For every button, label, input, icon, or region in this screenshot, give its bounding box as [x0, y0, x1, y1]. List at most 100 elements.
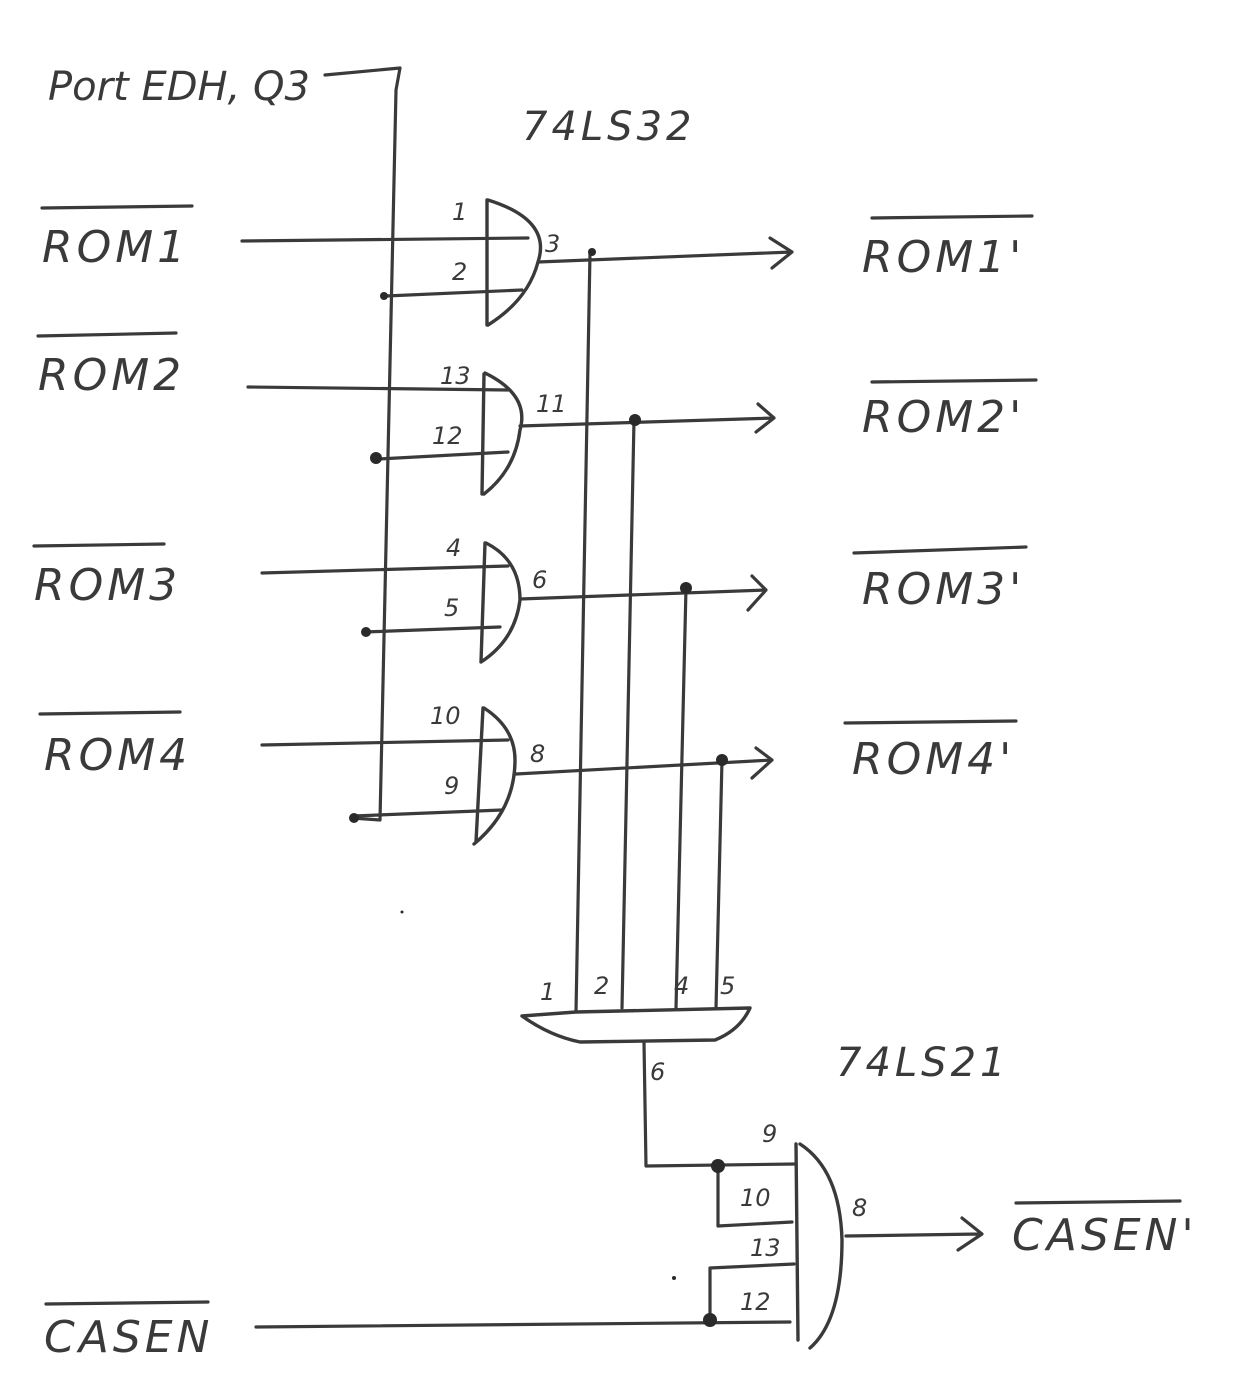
pin-label: 10	[740, 1184, 771, 1212]
pin-label: 4	[674, 972, 689, 1000]
tap-rom2	[620, 418, 636, 1010]
or-chip-label: 74LS32	[522, 104, 695, 150]
and-gate-body	[794, 1142, 844, 1350]
output-casen: CASEN'	[1012, 1199, 1198, 1261]
input-rom3: ROM3	[32, 542, 181, 611]
output-label: ROM2'	[862, 392, 1025, 443]
pin-label: 8	[530, 740, 545, 768]
output-rom4: ROM4'	[843, 719, 1018, 785]
pin-label: 11	[536, 390, 567, 418]
pin-label: 12	[740, 1288, 771, 1316]
input-rom1: ROM1	[40, 204, 194, 273]
or-gate-body	[472, 706, 517, 846]
tap-rom3	[674, 586, 688, 1010]
pin-label: 2	[594, 972, 609, 1000]
overbar	[843, 719, 1018, 725]
junction-dot	[680, 582, 692, 594]
overbar	[1014, 1199, 1182, 1205]
pin-label: 2	[452, 258, 467, 286]
input-rom2: ROM2	[36, 331, 185, 401]
overbar	[38, 710, 182, 716]
pin-label: 10	[430, 702, 461, 730]
wire-and1-bridge	[716, 1164, 794, 1228]
output-rom1: ROM1'	[862, 214, 1034, 283]
pin-label: 9	[762, 1120, 777, 1148]
pin-label: 13	[750, 1234, 781, 1262]
wire-control-in	[362, 625, 502, 634]
and-gate-body	[520, 1006, 752, 1044]
overbar	[870, 214, 1034, 220]
junction-dot	[380, 292, 388, 300]
input-label: ROM4	[44, 730, 191, 781]
wire-casen-bridge	[708, 1262, 796, 1324]
output-label: CASEN'	[1012, 1210, 1198, 1261]
wire-rom1-in	[240, 236, 530, 243]
wire-rom4-in	[260, 738, 510, 747]
junction-dot	[629, 414, 641, 426]
wire-rom2-in	[246, 385, 510, 392]
pin-label: 6	[650, 1058, 665, 1086]
pin-label: 5	[720, 972, 735, 1000]
or-gate-1: 1 2 3	[240, 198, 560, 327]
speck-mark	[400, 910, 404, 914]
overbar	[36, 331, 178, 338]
pin-label: 1	[452, 198, 467, 226]
or-gate-2: 13 12 11	[246, 362, 567, 496]
pin-label: 3	[545, 230, 560, 258]
junction-dot	[370, 452, 382, 464]
junction-dot	[703, 1313, 717, 1327]
pin-label: 12	[432, 422, 463, 450]
wire-rom3-in	[260, 564, 510, 575]
overbar	[44, 1300, 210, 1306]
pin-label: 9	[444, 772, 459, 800]
or-gate-body	[485, 198, 543, 327]
input-label: ROM3	[34, 560, 181, 611]
junction-dot	[711, 1159, 725, 1173]
output-label: ROM1'	[862, 232, 1025, 283]
junction-dot	[716, 754, 728, 766]
pin-label: 6	[532, 566, 547, 594]
wire-control-in	[384, 288, 524, 298]
overbar	[870, 378, 1038, 384]
or-gate-body	[479, 541, 522, 664]
overbar	[40, 204, 194, 210]
output-rom2: ROM2'	[862, 378, 1038, 443]
input-rom4: ROM4	[38, 710, 191, 781]
input-label: CASEN	[44, 1312, 213, 1363]
wire-and1-out	[642, 1040, 798, 1168]
wire-casen-out-arrow	[844, 1216, 984, 1252]
wire-rom1-out-arrow	[536, 236, 794, 270]
pin-label: 8	[852, 1194, 867, 1222]
wire-control-in	[376, 450, 510, 461]
and-gate-2: 9 10 13 12 8	[740, 1120, 867, 1350]
wire-rom2-out-arrow	[518, 402, 776, 434]
or-gate-body	[480, 371, 524, 496]
junction-dot	[588, 248, 596, 256]
wire-rom3-out-arrow	[518, 574, 768, 612]
control-bus-wire	[323, 66, 402, 822]
junction-dot	[361, 627, 371, 637]
overbar	[32, 542, 166, 548]
pin-label: 4	[446, 534, 461, 562]
or-gate-3: 4 5 6	[260, 534, 547, 664]
output-rom3: ROM3'	[852, 545, 1028, 615]
pin-label: 5	[444, 594, 459, 622]
overbar	[852, 545, 1028, 555]
wire-casen-in	[254, 1320, 792, 1329]
pin-label: 13	[440, 362, 471, 390]
input-casen: CASEN	[44, 1300, 213, 1363]
output-label: ROM4'	[852, 734, 1015, 785]
wire-rom4-out-arrow	[514, 746, 774, 780]
input-label: ROM1	[42, 222, 189, 273]
tap-rom1	[574, 251, 592, 1014]
wire-control-in	[352, 808, 504, 818]
and-chip-label: 74LS21	[836, 1040, 1009, 1086]
input-label: ROM2	[38, 350, 185, 401]
speck-mark	[672, 1276, 676, 1280]
pin-label: 1	[540, 978, 555, 1006]
output-label: ROM3'	[862, 564, 1025, 615]
or-gate-4: 10 9 8	[260, 702, 545, 846]
tap-rom4	[714, 758, 724, 1010]
and-gate-1: 1 2 4 5 6	[520, 972, 752, 1086]
